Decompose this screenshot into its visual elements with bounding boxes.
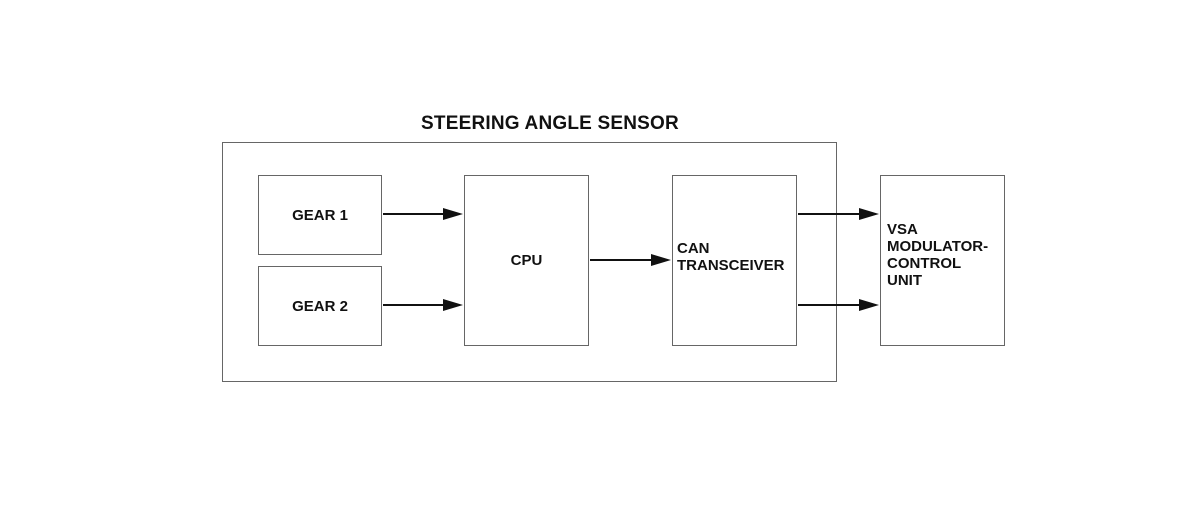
cpu-box: CPU bbox=[464, 175, 589, 346]
gear-2-label: GEAR 2 bbox=[292, 297, 348, 315]
arrowhead-cpu-to-can bbox=[651, 254, 671, 266]
vsa-line-4: UNIT bbox=[887, 271, 922, 289]
vsa-modulator-control-unit-box: VSA MODULATOR- CONTROL UNIT bbox=[880, 175, 1005, 346]
vsa-line-1: VSA bbox=[887, 220, 918, 238]
can-transceiver-box: CAN TRANSCEIVER bbox=[672, 175, 797, 346]
arrowhead-can-to-vsa-upper bbox=[859, 208, 879, 220]
vsa-line-3: CONTROL bbox=[887, 254, 962, 272]
arrowhead-can-to-vsa-lower bbox=[859, 299, 879, 311]
cpu-label: CPU bbox=[510, 252, 543, 269]
gear-1-label: GEAR 1 bbox=[292, 206, 348, 224]
can-transceiver-label: CAN TRANSCEIVER bbox=[677, 240, 785, 274]
diagram-title: STEERING ANGLE SENSOR bbox=[421, 113, 679, 134]
vsa-line-2: MODULATOR- bbox=[887, 237, 989, 255]
can-line-1: CAN bbox=[677, 239, 710, 257]
arrowhead-gear1-to-cpu bbox=[443, 208, 463, 220]
can-line-2: TRANSCEIVER bbox=[677, 256, 785, 274]
vsa-modulator-control-unit-label: VSA MODULATOR- CONTROL UNIT bbox=[887, 221, 988, 289]
arrowhead-gear2-to-cpu bbox=[443, 299, 463, 311]
gear-2-box: GEAR 2 bbox=[258, 266, 382, 346]
gear-1-box: GEAR 1 bbox=[258, 175, 382, 255]
steering-angle-sensor-frame bbox=[222, 142, 837, 382]
